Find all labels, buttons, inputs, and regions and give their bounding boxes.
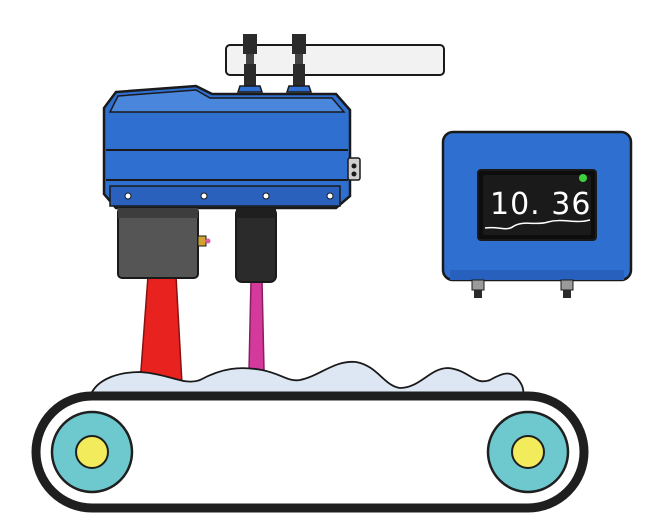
lens-housing <box>117 207 211 279</box>
clamp-left-bottom <box>244 64 256 86</box>
lens-side-nub <box>197 235 207 247</box>
mount-rail <box>225 44 445 76</box>
clamp-right-top <box>292 34 306 54</box>
screw <box>326 192 334 200</box>
status-led <box>579 174 587 182</box>
display-unit: 10. 36 <box>441 130 633 298</box>
clamp-right-foot <box>285 85 313 93</box>
screw <box>124 192 132 200</box>
clamp-left-neck <box>246 54 254 64</box>
second-beam <box>248 279 265 371</box>
sensor-head <box>102 84 361 210</box>
sensor-bottom-plate <box>109 185 341 207</box>
sensor-body <box>102 84 352 210</box>
lens-indicator-led <box>205 238 211 244</box>
display-bottom-strip <box>450 270 624 280</box>
roller-right-hub <box>511 435 545 469</box>
connector-left-tip <box>474 290 482 298</box>
screw <box>262 192 270 200</box>
mounting-bracket <box>225 34 445 93</box>
display-trend-line <box>484 219 591 230</box>
display-reading: 10. 36 <box>490 187 591 222</box>
clamp-right-neck <box>295 54 303 64</box>
clamp-left-foot <box>236 85 264 93</box>
connector-right <box>560 279 574 291</box>
bulk-material <box>91 361 525 397</box>
connector-right-tip <box>563 290 571 298</box>
connector-pin <box>351 171 357 177</box>
conveyor <box>31 391 589 513</box>
connector-left <box>471 279 485 291</box>
camera-housing <box>235 207 277 283</box>
laser-beam <box>139 275 183 385</box>
connector-pin <box>351 163 357 169</box>
sensor-top-bevel <box>108 89 346 113</box>
screw <box>200 192 208 200</box>
clamp-left-top <box>243 34 257 54</box>
side-connector <box>347 157 361 181</box>
clamp-right-bottom <box>293 64 305 86</box>
roller-left-hub <box>75 435 109 469</box>
conveyor-belt <box>31 391 589 513</box>
